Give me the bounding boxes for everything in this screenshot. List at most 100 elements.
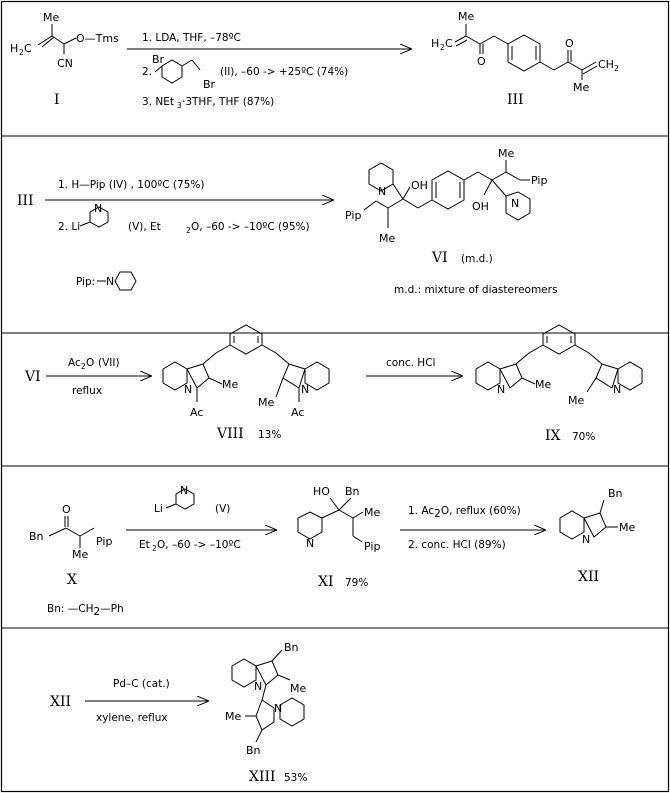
compound-XII-structure: N Bn Me XII	[559, 487, 635, 585]
compound-III-structure: Me H 2 C O O CH 2 M	[431, 10, 619, 108]
atom-label: Pip	[345, 209, 361, 222]
atom-label: H	[10, 42, 18, 55]
atom-label: Bn	[29, 530, 44, 543]
atom-label: O—Tms	[76, 32, 119, 45]
atom-label: H	[431, 37, 439, 50]
atom-label: N	[106, 275, 114, 288]
conditions-text: 2. conc. HCl (89%)	[408, 539, 506, 551]
atom-label: Me	[290, 682, 306, 695]
conditions-text: O, –60 -> –10ºC (95%)	[191, 221, 310, 233]
step-3: VI Ac 2 O (VII) reflux N Me Ac Me N	[24, 324, 643, 444]
conditions-subscript: 2	[81, 362, 86, 371]
atom-label: Me	[458, 10, 474, 23]
start-label-VI: VI	[24, 369, 41, 385]
pip-def-label: Pip:	[76, 276, 95, 288]
conditions-text: 1. H—Pip (IV) , 100ºC (75%)	[58, 179, 204, 191]
atom-label: Pip	[531, 174, 547, 187]
conditions-text: 1. LDA, THF, –78ºC	[142, 32, 241, 44]
atom-label: O	[565, 37, 574, 50]
atom-label: Me	[498, 147, 514, 160]
conditions-text: O	[86, 357, 94, 369]
atom-label: Me	[619, 521, 635, 534]
step-5: XII Pd–C (cat.) xylene, reflux N Bn Me M…	[50, 641, 307, 785]
conditions-subscript: 2	[186, 226, 191, 235]
atom-subscript: 2	[614, 64, 619, 73]
atom-label: Me	[222, 378, 238, 391]
start-label-XII: XII	[50, 694, 71, 710]
compound-VIII-structure: N Me Ac Me N Ac VIII 13%	[162, 324, 330, 442]
compound-XIII-label: XIII	[249, 769, 276, 785]
compound-XIII-yield: 53%	[284, 772, 307, 784]
atom-label: Me	[364, 506, 380, 519]
step-2: III 1. H—Pip (IV) , 100ºC (75%) 2. Li N …	[17, 147, 557, 296]
compound-XI-structure: HO Bn N Me Pip XI 79%	[297, 485, 380, 590]
conditions-text: 2. Li	[58, 221, 80, 233]
atom-label: CN	[57, 57, 73, 70]
atom-label: HO	[313, 485, 330, 498]
start-label-III: III	[17, 193, 34, 209]
conditions-text: (V), Et	[128, 221, 161, 233]
atom-label: Me	[573, 81, 589, 94]
conditions-text: Pd–C (cat.)	[113, 678, 170, 690]
atom-label: Bn	[284, 641, 299, 654]
conditions-text: xylene, reflux	[96, 712, 168, 724]
atom-label: Pip	[364, 540, 380, 553]
conditions-text: 3. NEt	[142, 96, 174, 108]
atom-label: N	[184, 383, 192, 396]
compound-VI-label: VI	[431, 250, 448, 266]
atom-label: N	[94, 202, 102, 215]
step-4: O Bn Me Pip X Bn: —CH2—Ph Li N (V) Et 2 …	[29, 484, 635, 618]
atom-label: Me	[568, 394, 584, 407]
atom-label: Ac	[291, 406, 304, 419]
compound-IX-yield: 70%	[572, 431, 595, 443]
atom-label: N	[497, 383, 505, 396]
atom-label: C	[24, 42, 32, 55]
conditions-text: (VII)	[98, 357, 120, 369]
conditions-text: ·3THF, THF (87%)	[182, 96, 274, 108]
atom-label: Me	[258, 396, 274, 409]
conditions-text: Et	[139, 539, 150, 551]
conditions-text: 2.	[142, 66, 152, 78]
compound-III-label: III	[507, 92, 524, 108]
atom-label: N	[180, 484, 188, 497]
compound-X-structure: O Bn Me Pip X	[29, 503, 112, 588]
atom-label: Ac	[190, 406, 203, 419]
compound-XII-label: XII	[578, 569, 599, 585]
atom-label: N	[254, 680, 262, 693]
conditions-text: Ac	[68, 357, 81, 369]
conditions-text: (V)	[215, 503, 230, 515]
compound-VIII-yield: 13%	[258, 429, 281, 441]
atom-label: Me	[225, 710, 241, 723]
compound-XI-label: XI	[318, 574, 334, 590]
conditions-text: O, –60 -> –10ºC	[157, 539, 241, 551]
atom-label: O	[62, 503, 71, 516]
atom-label: C	[445, 37, 453, 50]
atom-label: Br	[203, 78, 216, 91]
conditions-text: (II), –60 -> +25ºC (74%)	[220, 66, 348, 78]
atom-label: OH	[472, 200, 489, 213]
atom-subscript: 2	[19, 48, 24, 57]
reagent-V-structure: N	[79, 202, 109, 228]
atom-label: OH	[411, 179, 428, 192]
reagent-V-structure: Li N	[154, 484, 195, 515]
compound-X-label: X	[67, 572, 77, 588]
atom-label: N	[274, 702, 282, 715]
compound-XI-yield: 79%	[345, 577, 368, 589]
atom-subscript: 2	[440, 43, 445, 52]
step-1: Me H 2 C O—Tms CN I 1. LDA, THF, –78ºC 2…	[10, 10, 619, 110]
compound-XIII-structure: N Bn Me Me N Bn XIII 53%	[225, 641, 307, 785]
conditions-text: reflux	[72, 385, 102, 397]
atom-label: CH	[598, 58, 614, 71]
bn-definition: Bn: —CH2—Ph	[47, 603, 124, 618]
conditions-text: Li	[154, 503, 163, 515]
atom-label: Bn	[246, 744, 261, 757]
atom-label: N	[511, 197, 519, 210]
conditions-subscript: 3	[177, 101, 182, 110]
conditions-text: 1. Ac2O, reflux (60%)	[408, 505, 521, 520]
atom-label: Br	[152, 53, 165, 66]
atom-label: Me	[379, 232, 395, 245]
conditions-text: conc. HCl	[386, 357, 435, 369]
atom-label: Bn	[345, 485, 360, 498]
atom-label: N	[613, 383, 621, 396]
